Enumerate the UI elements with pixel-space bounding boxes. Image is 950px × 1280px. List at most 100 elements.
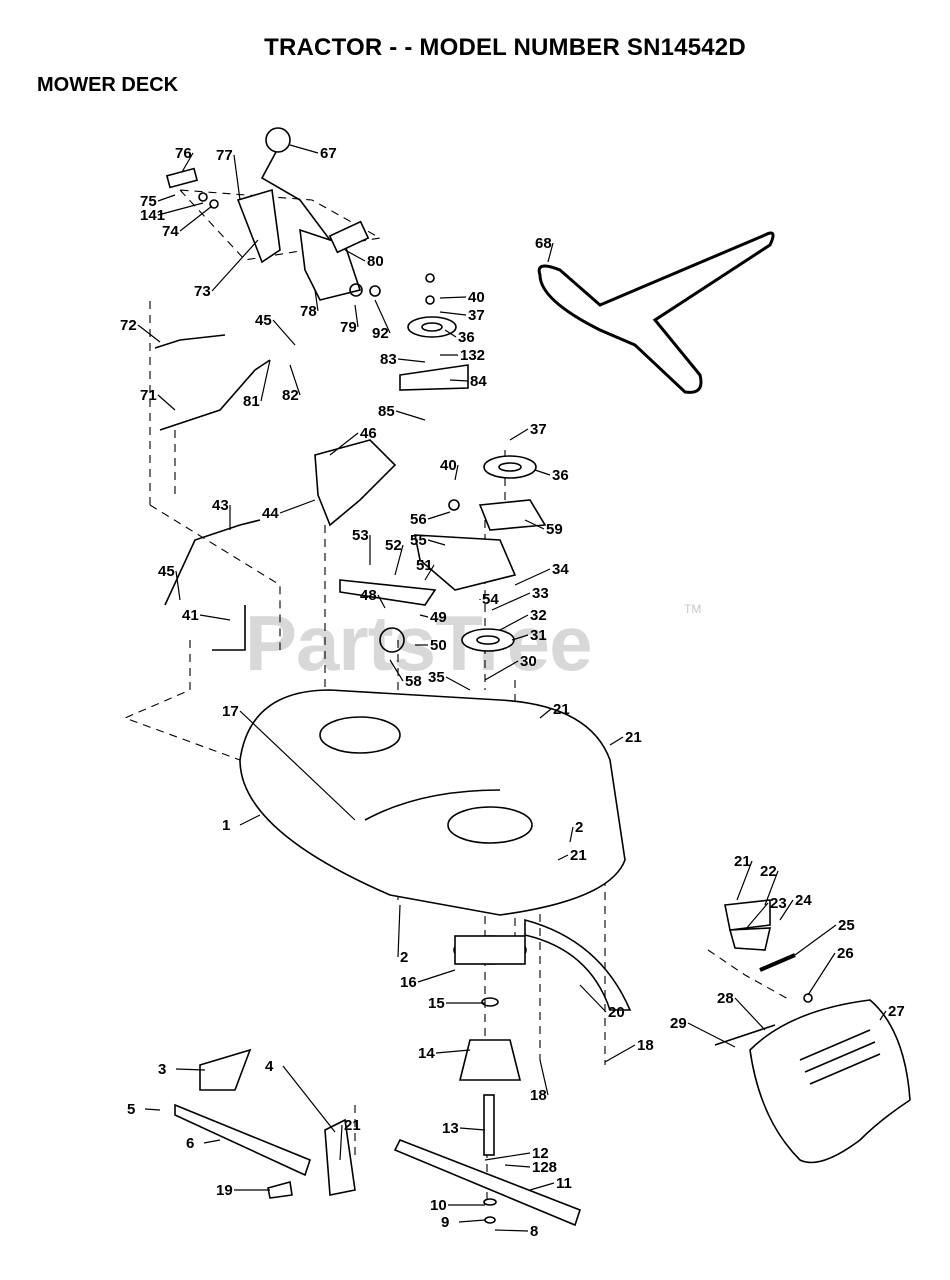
callout-leader (233, 154, 241, 201)
part-number-callout: 74 (162, 223, 179, 240)
part-number-callout: 50 (430, 637, 447, 654)
part-number-callout: 21 (734, 853, 751, 870)
part-number-callout: 141 (140, 207, 165, 224)
callout-leader (494, 1229, 529, 1232)
callout-leader (344, 249, 366, 262)
part-number-callout: 46 (360, 425, 377, 442)
part-number-callout: 81 (243, 393, 260, 410)
part-number-callout: 128 (532, 1159, 557, 1176)
callout-leader (484, 660, 519, 681)
part-number-callout: 82 (282, 387, 299, 404)
part-number-callout: 10 (430, 1197, 447, 1214)
part-number-callout: 5 (127, 1101, 135, 1118)
part-number-callout: 35 (428, 669, 445, 686)
part-number-callout: 41 (182, 607, 199, 624)
part-number-callout: 28 (717, 990, 734, 1007)
callout-leader (314, 289, 319, 312)
part-number-callout: 132 (460, 347, 485, 364)
callout-leader (547, 242, 554, 263)
callout-leader (514, 568, 551, 586)
part-number-callout: 22 (760, 863, 777, 880)
mower-deck-housing (239, 689, 626, 916)
callout-leader (397, 358, 426, 363)
callout-leader (397, 904, 401, 958)
part-number-callout: 68 (535, 235, 552, 252)
callout-leader (157, 202, 204, 216)
callout-leader (175, 570, 181, 601)
part-number-callout: 48 (360, 587, 377, 604)
part-number-callout: 3 (158, 1061, 166, 1078)
part-number-callout: 9 (441, 1214, 449, 1231)
part-number-callout: 6 (186, 1135, 194, 1152)
callout-leader (449, 379, 469, 382)
part-number-callout: 79 (340, 319, 357, 336)
callout-leader (604, 1044, 636, 1063)
part-number-callout: 56 (410, 511, 427, 528)
part-number-callout: 2 (575, 819, 583, 836)
callout-leader (539, 708, 552, 719)
part-number-callout: 77 (216, 147, 233, 164)
callout-leader (175, 1068, 206, 1071)
callout-leader (454, 464, 459, 481)
callout-leader (289, 364, 301, 396)
page-title: TRACTOR - - MODEL NUMBER SN14542D (264, 34, 746, 61)
part-number-callout: 67 (320, 145, 337, 162)
callout-leader (144, 1108, 161, 1111)
callout-leader (504, 1164, 531, 1168)
callout-leader (534, 469, 551, 476)
callout-leader (569, 826, 574, 843)
part-number-callout: 85 (378, 403, 395, 420)
callout-leader (260, 359, 271, 402)
callout-leader (491, 592, 531, 611)
callout-leader (687, 1022, 736, 1048)
part-number-callout: 36 (458, 329, 475, 346)
grip (328, 220, 370, 254)
part-number-callout: 40 (468, 289, 485, 306)
callout-leader (239, 710, 356, 821)
part-number-callout: 45 (255, 312, 272, 329)
part-number-callout: 73 (194, 283, 211, 300)
part-number-callout: 12 (532, 1145, 549, 1162)
part-number-callout: 1 (222, 817, 230, 834)
part-number-callout: 75 (140, 193, 157, 210)
section-subtitle: MOWER DECK (37, 74, 179, 96)
callout-leader (199, 614, 231, 621)
callout-leader (374, 299, 391, 334)
callout-leader (157, 194, 176, 202)
drive-belt (537, 231, 775, 394)
callout-leader (499, 614, 529, 631)
callout-leader (417, 969, 456, 983)
part-number-callout: 80 (367, 253, 384, 270)
part-number-callout: 51 (416, 557, 433, 574)
callout-leader (395, 410, 426, 421)
callout-leader (736, 860, 753, 901)
part-number-callout: 71 (140, 387, 157, 404)
part-number-callout: 17 (222, 703, 239, 720)
callout-leader (539, 1059, 549, 1096)
part-number-callout: 92 (372, 325, 389, 342)
idler-arm (339, 579, 437, 606)
part-number-callout: 4 (265, 1058, 274, 1075)
part-number-callout: 43 (212, 497, 229, 514)
handle-knob (265, 127, 291, 153)
part-number-callout: 44 (262, 505, 279, 522)
callout-leader (181, 152, 194, 173)
part-number-callout: 37 (530, 421, 547, 438)
part-number-callout: 14 (418, 1045, 435, 1062)
callout-leader (509, 428, 529, 441)
part-number-callout: 59 (546, 521, 563, 538)
part-number-callout: 11 (556, 1175, 572, 1192)
callout-leader (524, 519, 545, 530)
part-number-callout: 53 (352, 527, 369, 544)
callout-leader (794, 924, 837, 956)
watermark-trademark: TM (684, 602, 702, 616)
part-number-callout: 78 (300, 303, 317, 320)
part-number-callout: 21 (344, 1117, 361, 1134)
part-number-callout: 72 (120, 317, 137, 334)
part-number-callout: 84 (470, 373, 487, 390)
part-number-callout: 45 (158, 563, 175, 580)
callout-leader (354, 304, 359, 328)
callout-leader (445, 676, 471, 691)
watermark: PartsTree (245, 599, 593, 687)
